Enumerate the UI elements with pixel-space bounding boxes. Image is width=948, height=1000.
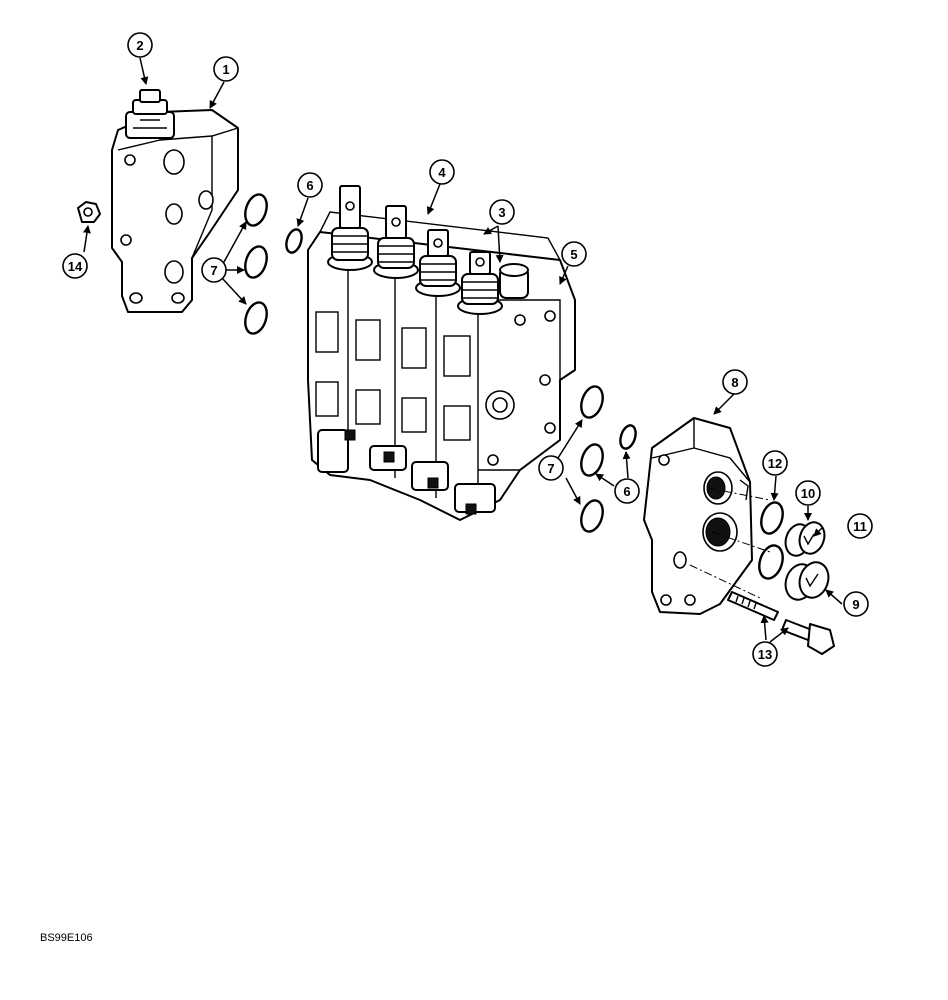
callout-2: 2 [127, 32, 153, 58]
callout-1: 1 [213, 56, 239, 82]
callout-11: 11 [847, 513, 873, 539]
spool-3 [415, 229, 461, 297]
callout-label: 8 [731, 375, 738, 390]
inlet-section [111, 109, 239, 313]
callout-label: 1 [222, 62, 229, 77]
spool-4 [457, 251, 503, 315]
figure-id-label: BS99E106 [40, 932, 93, 944]
o-ring-7-right-1 [580, 385, 604, 419]
o-ring-7-left-1 [244, 193, 268, 227]
callout-7b: 7 [538, 455, 564, 481]
relief-valve [125, 89, 175, 139]
callout-12: 12 [762, 450, 788, 476]
end-cover [643, 417, 771, 615]
callout-label: 7 [547, 461, 554, 476]
o-ring-7-left-3 [244, 301, 268, 335]
callout-6a: 6 [297, 172, 323, 198]
callout-label: 6 [306, 178, 313, 193]
callout-9: 9 [843, 591, 869, 617]
o-ring-12-upper [760, 501, 784, 535]
callout-label: 7 [210, 263, 217, 278]
callout-label: 14 [68, 259, 83, 274]
callout-label: 4 [438, 165, 446, 180]
callout-4: 4 [429, 159, 455, 185]
callout-3: 3 [489, 199, 515, 225]
spool-1 [327, 185, 373, 271]
o-ring-7-right-3 [580, 499, 604, 533]
callout-label: 6 [623, 484, 630, 499]
spool-2 [373, 205, 419, 279]
bolt [781, 619, 835, 655]
callout-8: 8 [722, 369, 748, 395]
callout-label: 9 [852, 597, 859, 612]
callout-5: 5 [561, 241, 587, 267]
o-ring-12-lower [758, 544, 784, 580]
callout-label: 3 [498, 205, 505, 220]
plug-large [784, 561, 830, 601]
o-ring-6-right [619, 424, 637, 450]
callout-10: 10 [795, 480, 821, 506]
callout-label: 2 [136, 38, 143, 53]
callout-label: 10 [801, 486, 815, 501]
plug-small [784, 521, 826, 557]
callout-14: 14 [62, 253, 88, 279]
stud [727, 591, 779, 621]
o-ring-7-left-2 [244, 245, 268, 279]
o-ring-6-left [285, 228, 303, 254]
o-ring-7-right-2 [580, 443, 604, 477]
control-valve-body [307, 211, 576, 521]
valve-plug-cap [499, 263, 529, 299]
callout-label: 11 [853, 519, 867, 534]
hex-nut [77, 201, 101, 223]
leader-lines [82, 57, 843, 643]
callout-13: 13 [752, 641, 778, 667]
callout-label: 5 [570, 247, 577, 262]
callout-7a: 7 [201, 257, 227, 283]
callout-6b: 6 [614, 478, 640, 504]
callout-label: 13 [758, 647, 772, 662]
callout-label: 12 [768, 456, 782, 471]
